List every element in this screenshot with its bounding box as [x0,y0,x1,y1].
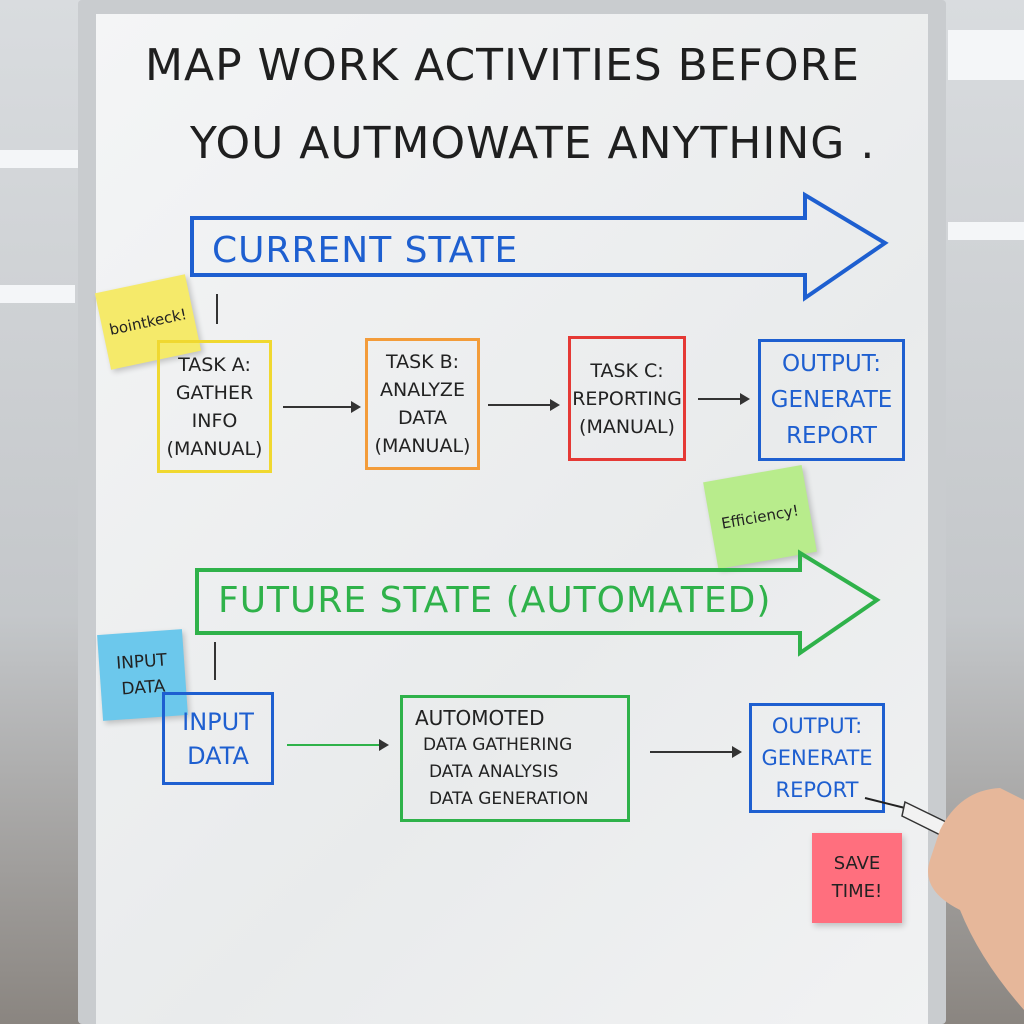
task-a-box: TASK A: GATHER INFO (MANUAL) [157,340,272,473]
task-a-line: (MANUAL) [166,437,263,460]
task-c-line: REPORTING [572,387,682,410]
sticky-note-save-time: SAVE TIME! [812,833,902,923]
task-c-line: (MANUAL) [579,415,675,438]
automated-box: AUTOMOTED DATA GATHERING DATA ANALYSIS D… [400,695,630,822]
task-c-box: TASK C: REPORTING (MANUAL) [568,336,686,461]
automated-line: AUTOMOTED [415,705,545,730]
arrow-icon [650,746,742,758]
task-a-line: GATHER [175,381,254,404]
task-a-line: TASK A: [178,353,251,376]
current-state-arrow [190,191,889,302]
current-state-label: CURRENT STATE [212,230,519,271]
input-line: DATA [187,741,249,770]
output-line: REPORT [775,778,859,802]
automated-line: DATA ANALYSIS [429,761,559,782]
down-arrow-icon [216,294,218,324]
arrow-icon [488,399,560,411]
future-state-label: FUTURE STATE (AUTOMATED) [218,580,772,621]
task-b-line: TASK B: [385,351,460,373]
output-line: GENERATE [761,746,873,770]
arrow-icon [287,739,389,751]
task-b-line: ANALYZE [380,379,465,401]
output-line: GENERATE [770,387,893,413]
task-a-line: INFO [191,409,238,432]
task-b-line: (MANUAL) [374,435,471,457]
arrow-icon [698,393,750,405]
task-b-line: DATA [398,407,447,429]
input-line: INPUT [182,707,254,736]
task-c-line: TASK C: [590,359,664,382]
ceiling-light [0,150,80,168]
output-line: OUTPUT: [771,714,863,738]
automated-line: DATA GATHERING [423,734,573,755]
task-b-box: TASK B: ANALYZE DATA (MANUAL) [365,338,480,470]
input-data-box: INPUT DATA [162,692,274,785]
hand-with-marker [864,788,1024,1010]
title-line-2: YOU AUTMOWATE ANYTHING . [190,118,876,169]
output-line: REPORT [786,423,877,449]
title-line-1: MAP WORK ACTIVITIES BEFORE [145,40,860,91]
arrow-icon [283,401,361,413]
automated-line: DATA GENERATION [429,788,589,809]
future-state-arrow [195,549,881,657]
ceiling-light [948,30,1024,80]
output-line: OUTPUT: [782,351,881,377]
ceiling-light [948,222,1024,240]
ceiling-light [0,285,75,303]
down-arrow-icon [214,642,216,680]
output-box-future: OUTPUT: GENERATE REPORT [749,703,885,813]
output-box-current: OUTPUT: GENERATE REPORT [758,339,905,461]
